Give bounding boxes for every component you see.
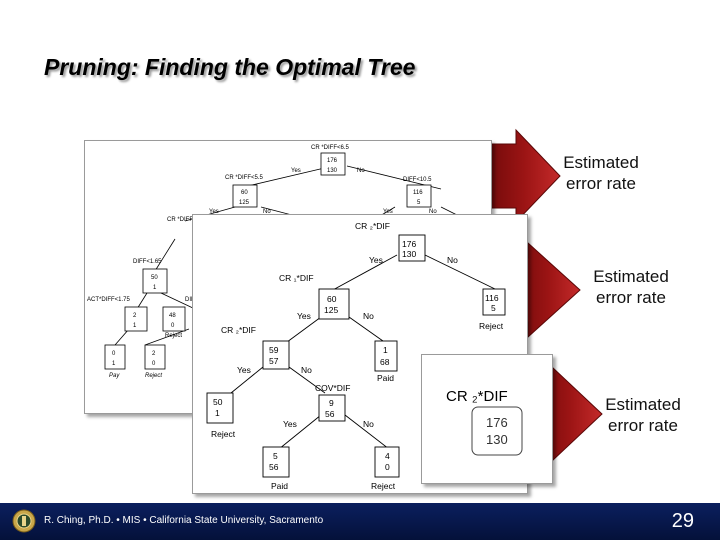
pt-r3-v1: 9 [329, 398, 334, 408]
rt-root-v1: 176 [486, 415, 508, 430]
ft-r1-label: DIFF<10.5 [403, 177, 432, 183]
ft-r1-v1: 116 [413, 190, 423, 196]
arrow-label-2: Estimated error rate [586, 266, 676, 308]
arrow-1-line1: Estimated [563, 153, 639, 172]
pt-r1-out: Reject [479, 321, 504, 331]
pt-l4-out: Paid [271, 481, 288, 491]
ft-leaf-a-v2: 1 [112, 361, 116, 367]
ft-reject-1: Reject [165, 333, 182, 339]
root-tree-card: CR ₂*DIF 176 130 [421, 354, 553, 484]
arrow-label-1: Estimated error rate [556, 152, 646, 194]
footer-bar [0, 503, 720, 540]
ft-yes-1: Yes [291, 168, 301, 174]
pt-l2-v2: 57 [269, 356, 279, 366]
pt-r2-v1: 1 [383, 345, 388, 355]
ft-yes-3: Yes [383, 209, 393, 215]
pt-r2-v2: 68 [380, 357, 390, 367]
ft-l4-v2: 1 [133, 323, 137, 329]
root-tree-diagram: CR ₂*DIF 176 130 [446, 388, 523, 456]
pruned-tree-diagram: CR ₂*DIF 176 130 Yes No CR ₁*DIF 60 125 … [206, 221, 506, 491]
arrow-3-line1: Estimated [605, 395, 681, 414]
rt-root-v2: 130 [486, 432, 508, 447]
pt-yes-3: Yes [237, 365, 251, 375]
pt-l2-v1: 59 [269, 345, 279, 355]
footer-text: R. Ching, Ph.D. • MIS • California State… [44, 515, 324, 526]
ft-n5-v1: 48 [169, 313, 176, 319]
pt-l3-v1: 50 [213, 397, 223, 407]
pt-no-2: No [363, 311, 374, 321]
arrow-2-line2: error rate [596, 288, 666, 307]
ft-no-1: No [357, 168, 365, 174]
rt-root-label: CR ₂*DIF [446, 388, 508, 405]
ft-n5-v2: 0 [171, 323, 175, 329]
ft-l4-label: ACT*DIFF<1.75 [87, 297, 131, 303]
university-seal-icon [12, 509, 36, 533]
pt-l3-v2: 1 [215, 408, 220, 418]
ft-leaf-a-v1: 0 [112, 351, 116, 357]
arrow-3-line2: error rate [608, 416, 678, 435]
ft-l1-label: CR *DIFF<5.5 [225, 175, 264, 181]
ft-l3-v1: 50 [151, 275, 158, 281]
pt-l1-v2: 125 [324, 305, 338, 315]
pt-l1-label: CR ₁*DIF [279, 273, 314, 283]
pt-yes-4: Yes [283, 419, 297, 429]
arrow-label-3: Estimated error rate [598, 394, 688, 436]
ft-no-3: No [429, 209, 437, 215]
pt-r2-out: Paid [377, 373, 394, 383]
ft-root-label: CR *DIFF<6.5 [311, 145, 350, 151]
arrow-1-line2: error rate [566, 174, 636, 193]
ft-root-v1: 176 [327, 158, 338, 164]
ft-l4-v1: 2 [133, 313, 137, 319]
pt-no-4: No [363, 419, 374, 429]
pt-root-v2: 130 [402, 249, 416, 259]
pt-r3-v2: 56 [325, 409, 335, 419]
pt-l1-v1: 60 [327, 294, 337, 304]
ft-n5-label: DIF [185, 297, 195, 303]
slide-title: Pruning: Finding the Optimal Tree [44, 54, 416, 80]
pt-r1-v2: 5 [491, 303, 496, 313]
ft-leaf-b-v2: 0 [152, 361, 156, 367]
pt-no-3: No [301, 365, 312, 375]
pt-r4-v1: 4 [385, 451, 390, 461]
ft-no-2: No [263, 209, 271, 215]
ft-leaf-a-out: Pay [109, 373, 120, 379]
pt-root-label: CR ₂*DIF [355, 221, 390, 231]
pt-r3-label: COV*DIF [315, 383, 350, 393]
arrow-2-line1: Estimated [593, 267, 669, 286]
pt-root-v1: 176 [402, 239, 416, 249]
pt-l3-out: Reject [211, 429, 236, 439]
pt-r4-v2: 0 [385, 462, 390, 472]
ft-l1-v1: 60 [241, 190, 248, 196]
pt-l2-label: CR ₂*DIF [221, 325, 256, 335]
pt-l4-v1: 5 [273, 451, 278, 461]
full-tree-diagram: CR *DIFF<6.5 176 130 Yes No CR *DIFF<5.5… [87, 145, 466, 379]
page-number: 29 [671, 510, 694, 532]
ft-l3-label: DIFF<1.65 [133, 259, 162, 265]
pt-l4-v2: 56 [269, 462, 279, 472]
ft-l1-v2: 125 [239, 200, 250, 206]
ft-yes-2: Yes [209, 209, 219, 215]
pt-yes-1: Yes [369, 255, 383, 265]
pt-r4-out: Reject [371, 481, 396, 491]
ft-r1-v2: 5 [417, 200, 421, 206]
pt-r1-v1: 116 [485, 293, 499, 303]
ft-root-v2: 130 [327, 168, 338, 174]
ft-leaf-b-out: Reject [145, 373, 162, 379]
pt-yes-2: Yes [297, 311, 311, 321]
ft-l2-label: CR *DIFF [167, 217, 193, 223]
ft-l3-v2: 1 [153, 285, 157, 291]
pt-no-1: No [447, 255, 458, 265]
ft-leaf-b-v1: 2 [152, 351, 156, 357]
